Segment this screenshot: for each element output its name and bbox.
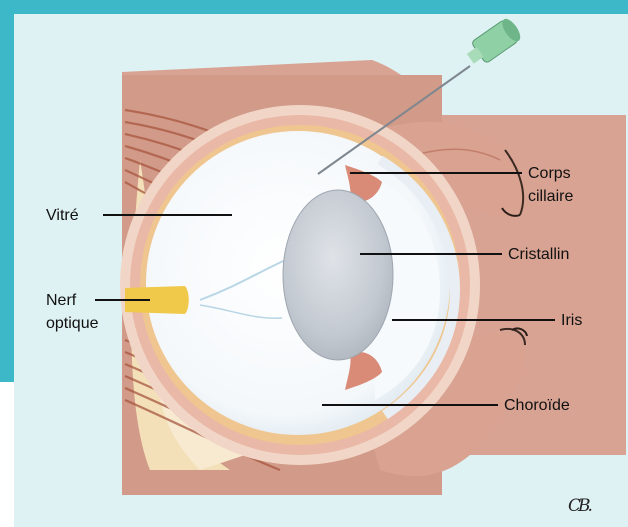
label-vitre: Vitré (46, 205, 79, 226)
label-corps-cillaire-line2: cillaire (528, 186, 573, 207)
label-nerf-optique-line2: optique (46, 313, 99, 334)
label-iris: Iris (561, 310, 582, 331)
label-choroide: Choroïde (504, 395, 570, 416)
label-corps-cillaire-line1: Corps (528, 163, 571, 184)
label-nerf-optique-line1: Nerf (46, 290, 76, 311)
crystalline-lens (283, 190, 393, 360)
label-cristallin: Cristallin (508, 244, 569, 265)
needle-hub (463, 16, 524, 69)
artist-signature: CB. (568, 496, 590, 516)
